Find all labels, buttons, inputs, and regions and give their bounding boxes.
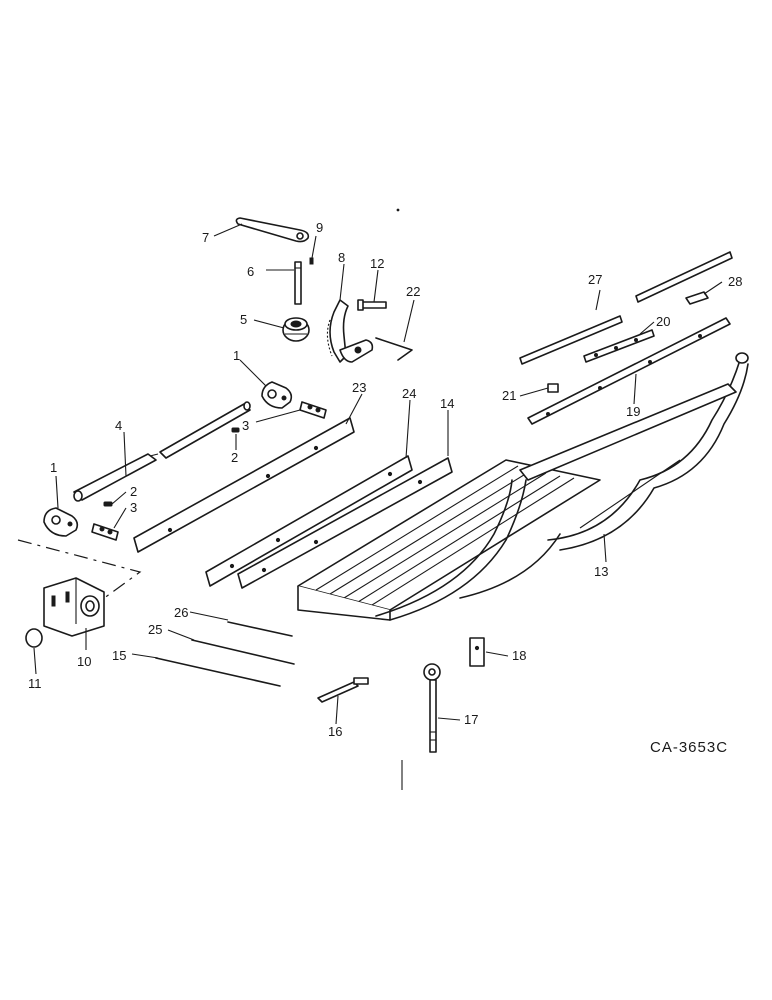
callout-1-lower: 1 [50, 460, 57, 475]
part-15-rod [155, 657, 281, 687]
part-5-pulley [282, 317, 310, 342]
part-8-quadrant [326, 299, 374, 363]
callout-6: 6 [247, 264, 254, 279]
callout-25: 25 [148, 622, 162, 637]
callout-13: 13 [594, 564, 608, 579]
part-2-key-lower [103, 501, 113, 507]
callout-3-upper: 3 [242, 418, 249, 433]
callout-9: 9 [316, 220, 323, 235]
callout-26: 26 [174, 605, 188, 620]
part-9-pin [309, 257, 314, 265]
part-6-shaft [294, 261, 302, 305]
callout-21: 21 [502, 388, 516, 403]
part-28-clip [685, 291, 709, 305]
part-3-plate-upper [299, 401, 327, 419]
callout-14: 14 [440, 396, 454, 411]
part-22-handle [375, 337, 413, 361]
part-24-plate [205, 455, 413, 587]
part-13-sieve-frame [297, 352, 749, 621]
part-16-pin [317, 677, 369, 703]
callout-20: 20 [656, 314, 670, 329]
callout-3-lower: 3 [130, 500, 137, 515]
callout-23: 23 [352, 380, 366, 395]
callout-8: 8 [338, 250, 345, 265]
drawing-code: CA-3653C [650, 739, 728, 756]
part-26-rod [227, 621, 293, 637]
part-14-plate [237, 457, 453, 589]
part-3-plate-lower [91, 523, 119, 541]
part-21-clip [547, 383, 559, 393]
callout-19: 19 [626, 404, 640, 419]
leader-lines [33, 223, 723, 725]
callout-12: 12 [370, 256, 384, 271]
callout-2-upper: 2 [231, 450, 238, 465]
reference-line [17, 539, 142, 605]
part-17-eyebolt [423, 663, 441, 753]
part-11-bushing [25, 628, 43, 648]
callout-16: 16 [328, 724, 342, 739]
part-1-bracket-lower [43, 507, 79, 537]
part-19-strip [527, 317, 731, 425]
callout-18: 18 [512, 648, 526, 663]
part-12-bolt [357, 299, 387, 311]
callout-22: 22 [406, 284, 420, 299]
callout-10: 10 [77, 654, 91, 669]
callout-28: 28 [728, 274, 742, 289]
callout-labels: 7 9 6 8 12 22 5 1 3 2 4 2 3 1 23 24 14 2… [28, 220, 742, 756]
part-4-shaft [73, 401, 251, 502]
part-2-key-upper [231, 427, 240, 433]
stray-dot [396, 208, 400, 212]
part-10-bracket [43, 577, 105, 637]
callout-15: 15 [112, 648, 126, 663]
part-18-plate [469, 637, 485, 667]
part-23-plate [133, 417, 355, 553]
part-20-strip [583, 329, 655, 363]
callout-5: 5 [240, 312, 247, 327]
callout-24: 24 [402, 386, 416, 401]
part-27-strip [519, 251, 733, 365]
callout-27: 27 [588, 272, 602, 287]
callout-1-upper: 1 [233, 348, 240, 363]
callout-2-lower: 2 [130, 484, 137, 499]
callout-7: 7 [202, 230, 209, 245]
part-1-bracket-upper [261, 381, 293, 409]
part-25-rod [191, 639, 295, 665]
callout-17: 17 [464, 712, 478, 727]
part-7-link [235, 217, 310, 243]
callout-11: 11 [28, 676, 42, 691]
callout-4: 4 [115, 418, 122, 433]
